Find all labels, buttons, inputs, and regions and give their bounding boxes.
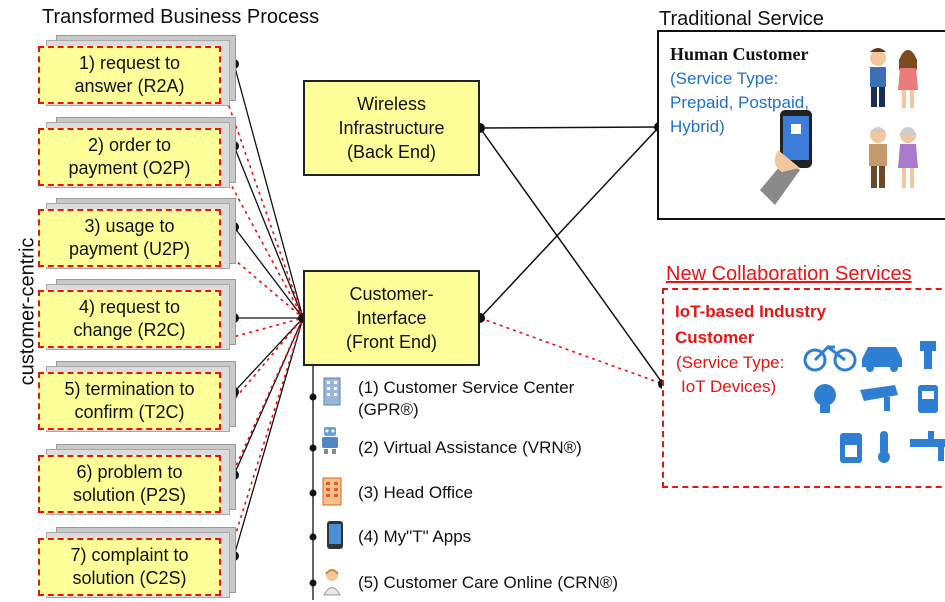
channel-label: (2) Virtual Assistance (VRN®) — [358, 438, 582, 457]
hand-phone-icon — [760, 110, 812, 205]
person-icon — [898, 127, 918, 188]
process-header: Transformed Business Process — [42, 6, 320, 28]
iot-service-type-cont: IoT Devices) — [681, 377, 777, 396]
coffee-machine-icon — [840, 433, 862, 463]
meter-icon — [918, 385, 938, 413]
process-dashed-connector — [221, 317, 304, 579]
customer-centric-label: customer-centric — [16, 237, 39, 386]
iot-customer-title: IoT-based Industry — [675, 302, 827, 321]
faucet-icon — [910, 431, 945, 461]
iot-customer-title-cont: Customer — [675, 328, 755, 347]
building-icon — [323, 377, 341, 406]
process-dashed-connector — [221, 85, 304, 319]
channel-label: (3) Head Office — [358, 483, 473, 502]
channel-label: (4) My"T" Apps — [358, 527, 472, 546]
agent-icon — [323, 569, 341, 596]
process-connector — [233, 63, 304, 319]
process-connector — [233, 317, 304, 393]
cctv-icon — [860, 385, 898, 411]
thermometer-icon — [878, 431, 890, 463]
office-icon — [322, 477, 342, 506]
person-icon — [898, 50, 918, 108]
phone-icon — [327, 521, 343, 549]
process-connector — [233, 145, 304, 319]
front-end-box: Customer-Interface(Front End) — [303, 270, 480, 366]
process-dashed-connector — [221, 167, 304, 319]
collaboration-service-box — [662, 288, 945, 488]
motorbike-icon — [920, 341, 936, 369]
human-customer-title: Human Customer — [670, 44, 809, 64]
service-type-line: (Service Type: — [670, 69, 779, 88]
process-connector — [233, 226, 304, 319]
iot-devices — [803, 341, 945, 463]
lightbulb-icon — [814, 384, 836, 413]
process-connector — [233, 317, 304, 557]
person-icon — [869, 127, 887, 188]
process-connector — [233, 317, 304, 476]
process-dashed-connector — [221, 317, 304, 498]
robot-icon — [322, 427, 338, 454]
channel-label-cont: (GPR®) — [358, 400, 419, 419]
bicycle-icon — [803, 345, 857, 372]
collab-header: New Collaboration Services — [666, 263, 912, 285]
service-type-line: Hybrid) — [670, 117, 725, 136]
iot-service-type: (Service Type: — [676, 353, 785, 372]
person-icon — [870, 48, 886, 107]
service-type-line: Prepaid, Postpaid, — [670, 93, 809, 112]
traditional-header: Traditional Service — [659, 8, 824, 30]
channel-label: (5) Customer Care Online (CRN®) — [358, 573, 619, 592]
customers-illustration — [760, 48, 918, 205]
car-icon — [862, 347, 902, 372]
channel-label: (1) Customer Service Center — [358, 378, 575, 397]
